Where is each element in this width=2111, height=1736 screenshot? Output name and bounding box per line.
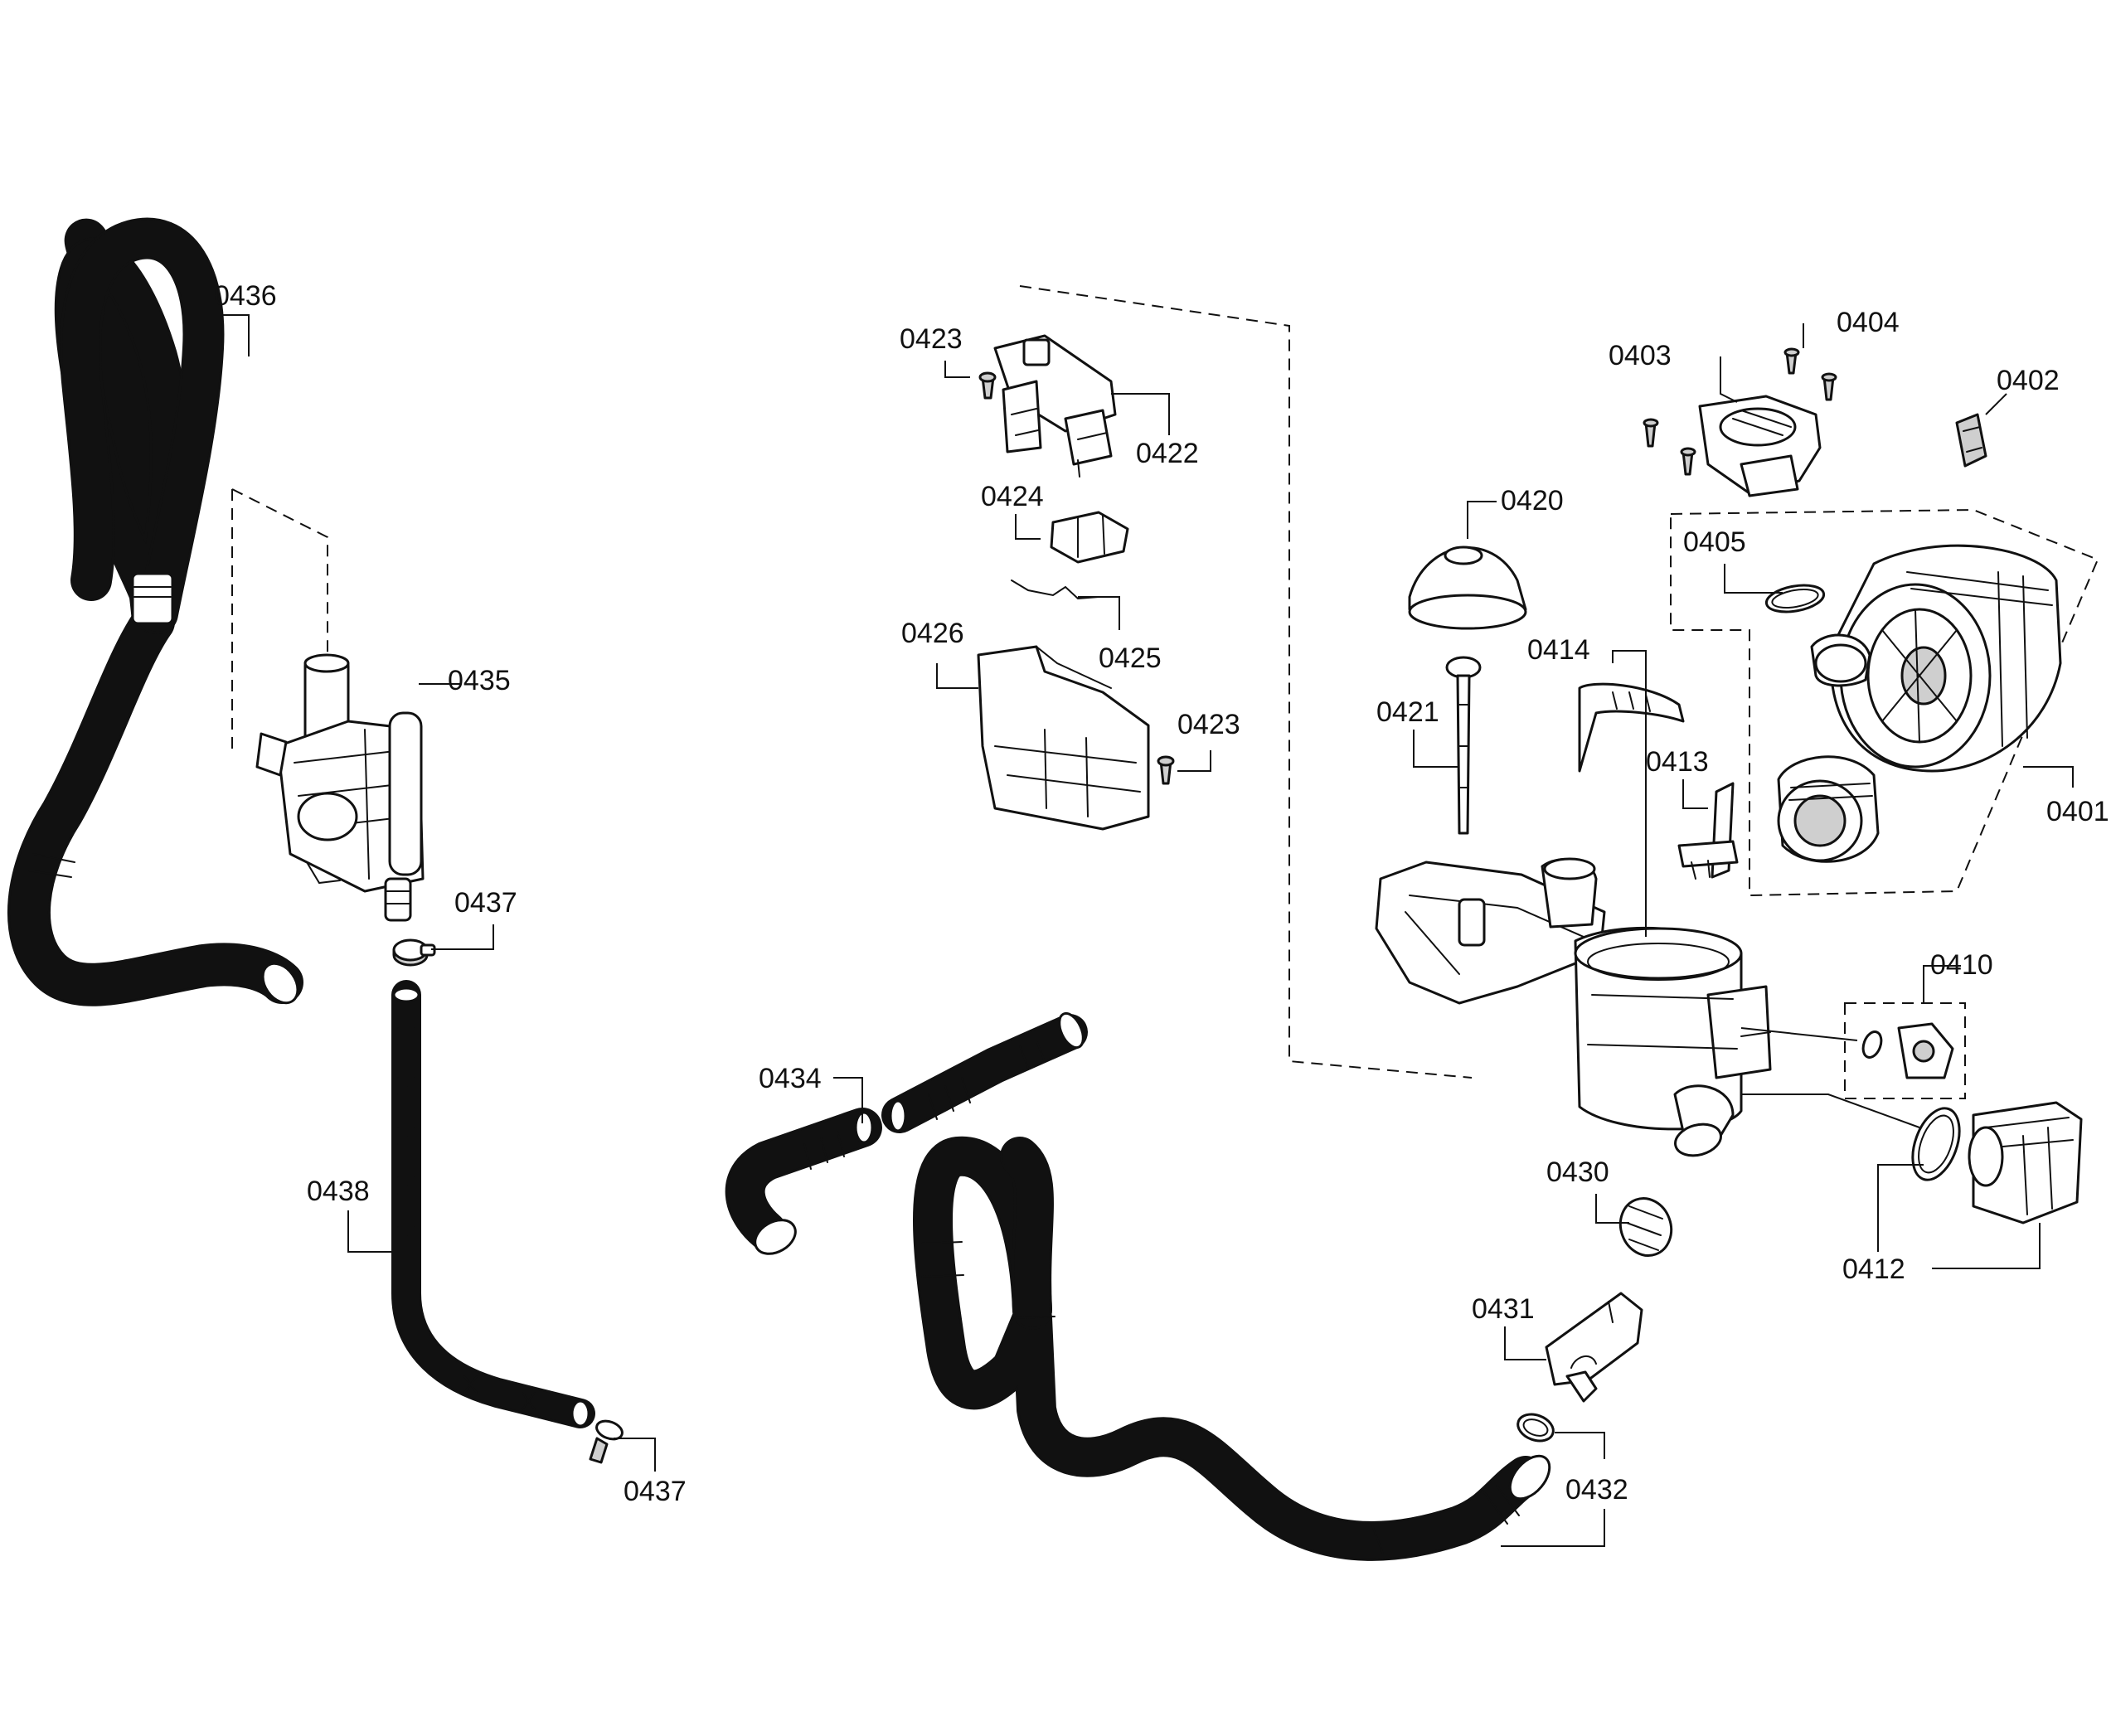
callout-0435: 0435 [448,665,511,696]
callout-0426: 0426 [901,618,964,649]
callout-0402: 0402 [1997,365,2060,396]
filter-0430 [1618,1197,1673,1257]
heat-pump-0401 [1670,508,2099,897]
sensor-0410 [1844,1002,1966,1099]
screws-0404 [1643,347,1837,476]
callout-0424: 0424 [981,481,1044,512]
callout-0422: 0422 [1136,438,1199,469]
callout-0425: 0425 [1099,643,1162,674]
float-cage-0426 [977,645,1150,831]
callout-0405: 0405 [1683,526,1746,558]
callout-labels: 0436 0435 0437 0438 0437 0423 0422 0424 … [214,280,2109,1507]
hose-clamp-0437-lower [589,1419,624,1464]
spring-wire-0425 [1011,579,1099,600]
pump-0412 [1911,1101,2083,1224]
leader-lines [207,314,2074,1547]
callout-0431: 0431 [1472,1293,1535,1325]
hose-elbow-0434 [725,1011,1088,1255]
hose-0438 [391,980,595,1428]
callout-0430: 0430 [1546,1157,1609,1188]
clip-0402 [1955,413,1987,468]
o-ring-0432 [1517,1413,1555,1443]
switch-0424 [1050,511,1129,564]
valve-assembly-0435 [231,488,425,922]
sensor-0413 [1677,782,1739,880]
cap-0420 [1408,546,1527,630]
connector-0431 [1545,1292,1643,1403]
callout-0421: 0421 [1376,696,1439,728]
callout-0437-upper: 0437 [454,887,517,919]
flange-0403 [1698,395,1822,497]
hose-clamp-0437-upper [392,938,436,967]
callout-0438: 0438 [307,1176,370,1207]
callout-0423-lower: 0423 [1177,709,1240,740]
callout-0410: 0410 [1930,949,1993,981]
screw-0423-upper [978,371,997,400]
drain-hose-0436 [7,217,303,1006]
callout-0413: 0413 [1646,746,1709,778]
rod-0421 [1445,656,1482,835]
callout-0423-upper: 0423 [900,323,963,355]
callout-0403: 0403 [1609,340,1672,371]
sump-assembly [1375,857,1772,1157]
callout-0401: 0401 [2046,796,2109,827]
callout-0414: 0414 [1527,634,1590,666]
callout-0404: 0404 [1837,307,1900,338]
drain-hose-bottom [913,1136,1551,1561]
callout-0436: 0436 [214,280,277,312]
callout-0434: 0434 [759,1063,822,1094]
callout-0420: 0420 [1501,485,1564,516]
callout-0432: 0432 [1565,1474,1628,1506]
screw-0423-lower [1157,755,1175,785]
clamp-ring-0405 [1764,584,1826,613]
clip-0414 [1578,682,1685,773]
callout-0437-lower: 0437 [624,1476,687,1507]
callout-0412: 0412 [1842,1254,1905,1285]
bracket-0422 [993,285,1473,1079]
